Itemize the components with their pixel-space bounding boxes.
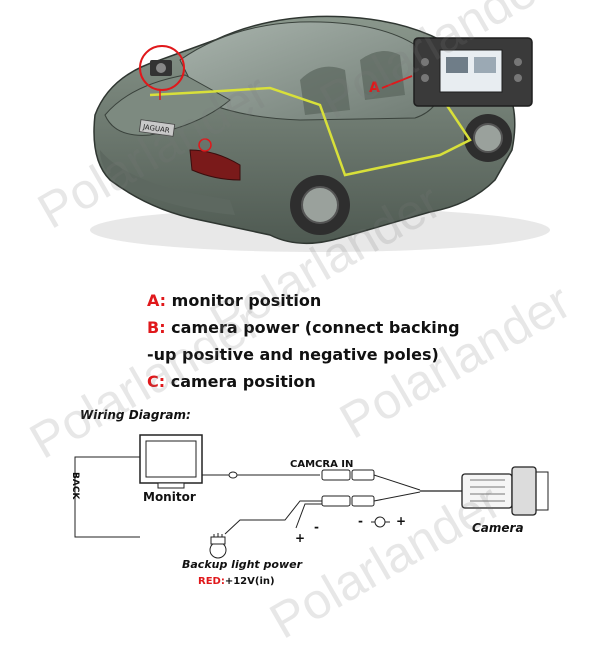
back-label: BACK [70,472,80,500]
legend-line-b-continued: -up positive and negative poles) [147,345,439,364]
legend-line-c: C: camera position [147,372,316,391]
legend-line-b: B: camera power (connect backing [147,318,460,337]
wiring-diagram [74,434,549,559]
wiring-diagram-title: Wiring Diagram: [80,408,191,422]
car-badge: JAGUAR [141,123,170,135]
monitor-label: Monitor [143,490,196,504]
product-image: JAGUAR A A: monitor position B: [21,0,580,649]
camera-label: Camera [472,521,524,535]
plus-terminal-label: + [295,531,306,545]
legend-line-a: A: monitor position [147,291,322,310]
backup-light-power-label: Backup light power [182,558,302,571]
red-power-label: RED:+12V(in) [198,576,275,587]
camera-in-label: CAMCRA IN [290,459,354,470]
car-illustration: JAGUAR A [90,15,550,252]
minus-terminal-label: - [314,520,319,534]
dc-minus-label: - [358,514,363,528]
callout-a-marker: A [369,80,380,96]
dc-plus-label: + [396,514,407,528]
